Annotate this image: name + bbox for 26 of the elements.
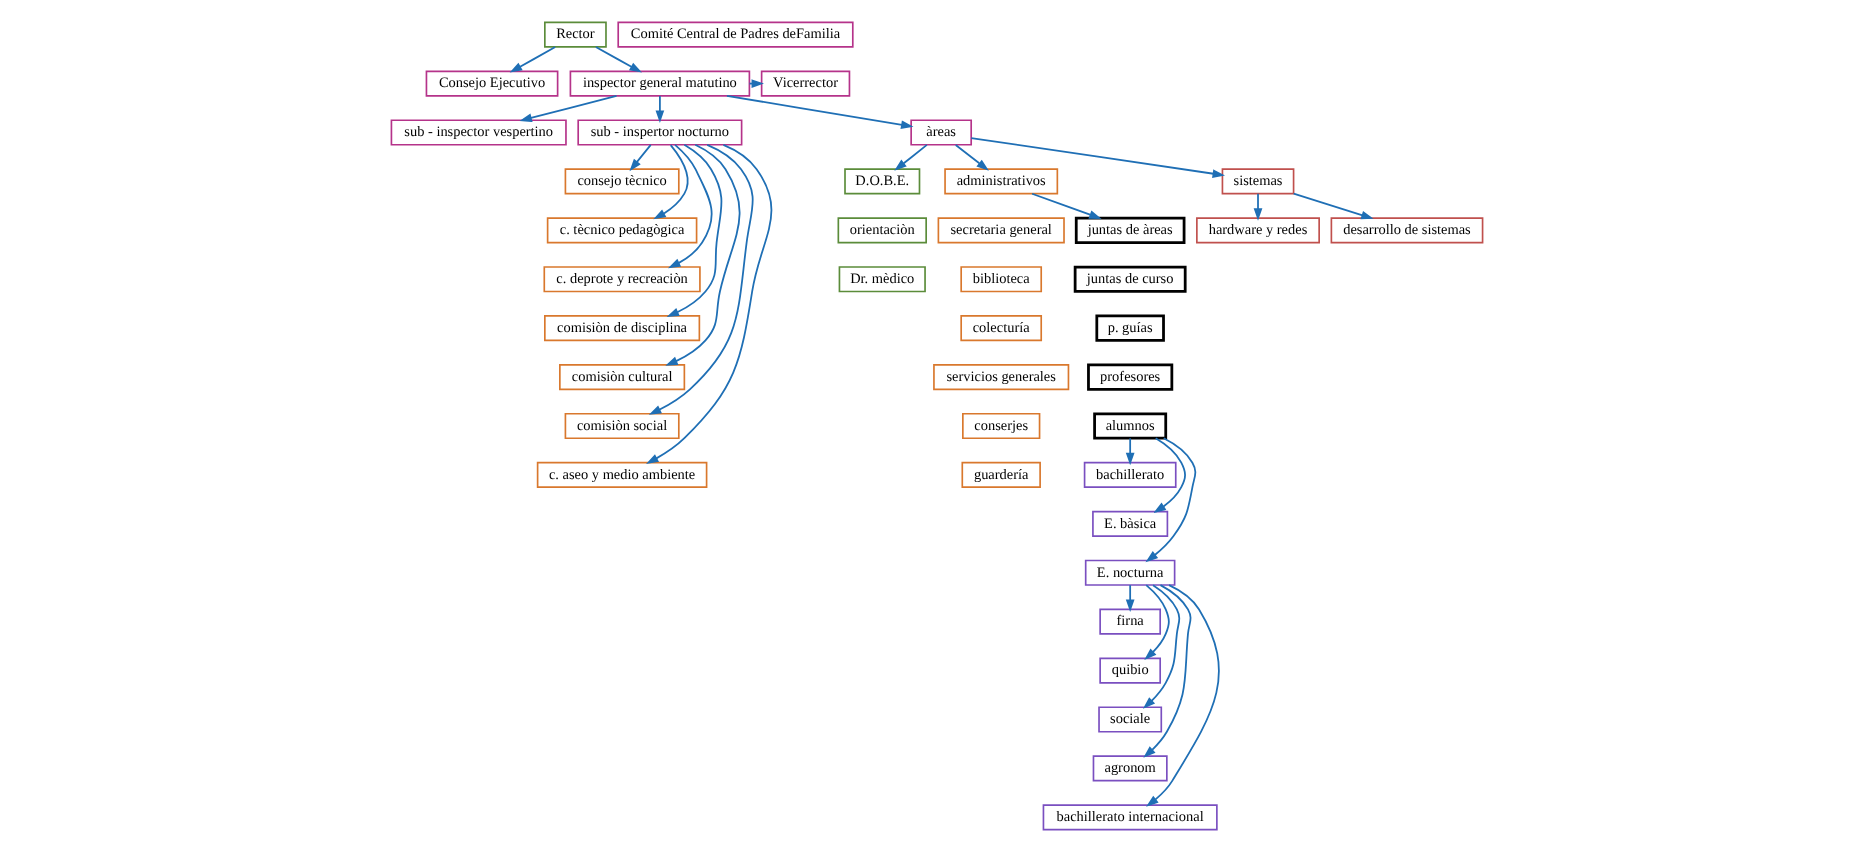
arrow [648, 142, 754, 414]
arrow [666, 142, 723, 316]
arrow [970, 136, 1226, 177]
arrow [1144, 583, 1170, 660]
arrow [629, 143, 652, 171]
arrow [894, 143, 928, 170]
arrow [1145, 436, 1197, 562]
arrow [646, 142, 773, 463]
arrow [519, 94, 618, 121]
arrow [665, 142, 741, 365]
arrow [726, 93, 914, 129]
arrow [1253, 191, 1263, 220]
arrow [1125, 583, 1135, 612]
arrow [1153, 436, 1186, 512]
arrow [1031, 191, 1102, 218]
arrow [668, 142, 713, 268]
arrow [1146, 583, 1220, 806]
arrow [1125, 436, 1135, 465]
arrow [509, 45, 557, 72]
arrow [653, 143, 689, 219]
arrow [954, 143, 989, 170]
arrow [595, 45, 642, 72]
arrow [1292, 191, 1374, 219]
arrow [1143, 583, 1181, 708]
arrow [655, 94, 665, 122]
arrow [1143, 583, 1192, 757]
